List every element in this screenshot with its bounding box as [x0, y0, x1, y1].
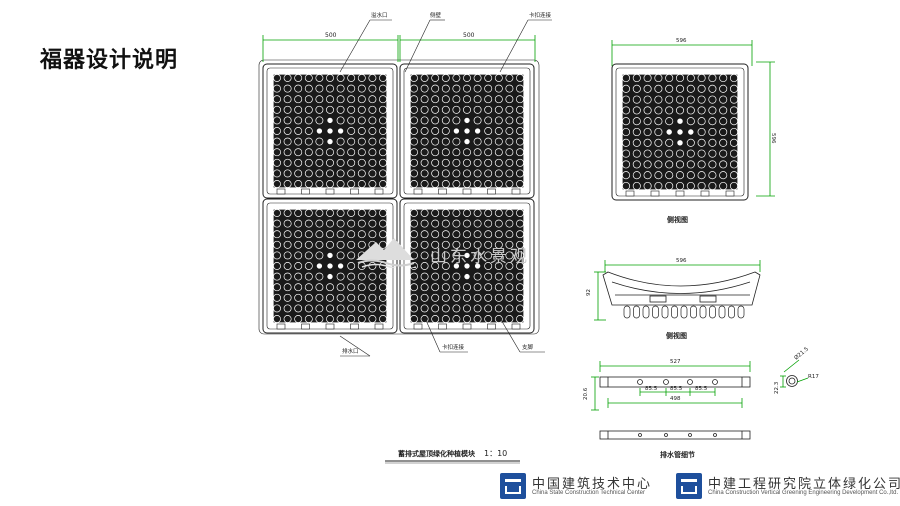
pipe-dim-spacing-3: 85.5: [695, 386, 708, 392]
side-view-1-dim-side: 596: [770, 133, 776, 144]
side-view-2-caption: 侧视图: [666, 331, 687, 340]
footer: 中国建筑技术中心 China State Construction Techni…: [0, 465, 900, 506]
pipe-dim-overall: 527: [670, 359, 681, 365]
org2-name-cn: 中建工程研究院立体绿化公司: [708, 477, 900, 492]
plan-label-top-2: 侧壁: [430, 11, 442, 19]
plan-caption-name: 蓄排式屋顶绿化种植模块: [398, 449, 476, 458]
plan-label-top-3: 卡扣连接: [529, 11, 552, 19]
cscec-logo-icon: [676, 473, 702, 499]
pipe-detail-caption: 排水管细节: [660, 450, 695, 459]
org2-name-en: China Construction Vertical Greening Eng…: [708, 490, 899, 496]
watermark-text: 山东水景观: [430, 247, 530, 267]
pipe-dim-radius: R17: [808, 374, 819, 380]
watermark: 山东水景观: [354, 236, 554, 272]
side-view-2-dim-top: 596: [676, 258, 687, 264]
side-view-1-caption: 侧视图: [667, 215, 688, 224]
side-view-1-tile: [611, 63, 749, 201]
plan-dim-left: 500: [325, 32, 337, 39]
page-title: 福器设计说明: [40, 48, 179, 73]
side-view-1-module: [611, 63, 749, 201]
org1-name-en: China State Construction Technical Cente…: [532, 490, 645, 496]
plan-leaders: [339, 19, 552, 357]
side-view-2-elevation: [602, 271, 761, 319]
plan-dim-right: 500: [463, 32, 475, 39]
module-tile-bottom-right: [399, 198, 535, 334]
pipe-dim-diameter: Ø21.5: [793, 345, 811, 361]
module-tile-top-left: [262, 63, 398, 199]
plan-dimensions: [262, 35, 536, 62]
pipe-dim-section: 22.3: [774, 381, 780, 394]
plan-label-top-1: 溢水口: [371, 11, 388, 19]
cscec-logo-icon: [500, 473, 526, 499]
side-view-2-dim-side: 92: [586, 289, 592, 296]
plan-label-bottom-2: 卡扣连接: [442, 343, 465, 351]
pipe-detail-drawing: [599, 375, 798, 440]
mountain-water-logo-icon: [356, 238, 416, 268]
module-plan-view: [258, 59, 540, 335]
pipe-dim-height: 20.6: [583, 387, 589, 400]
plan-label-bottom-3: 支脚: [522, 343, 534, 351]
org1-name-cn: 中国建筑技术中心: [532, 477, 653, 492]
org-china-state-tech-center: 中国建筑技术中心 China State Construction Techni…: [500, 473, 670, 501]
side-view-1-dim-top: 596: [676, 38, 687, 44]
plan-label-bottom-1: 排水口: [342, 347, 359, 355]
module-tile-top-right: [399, 63, 535, 199]
plan-caption-scale: 1：10: [484, 449, 507, 458]
pipe-dim-inner: 498: [670, 396, 681, 402]
org-vertical-greening-co: 中建工程研究院立体绿化公司 China Construction Vertica…: [676, 473, 900, 501]
pipe-dim-spacing-1: 85.5: [645, 386, 658, 392]
pipe-dim-spacing-2: 85.5: [670, 386, 683, 392]
